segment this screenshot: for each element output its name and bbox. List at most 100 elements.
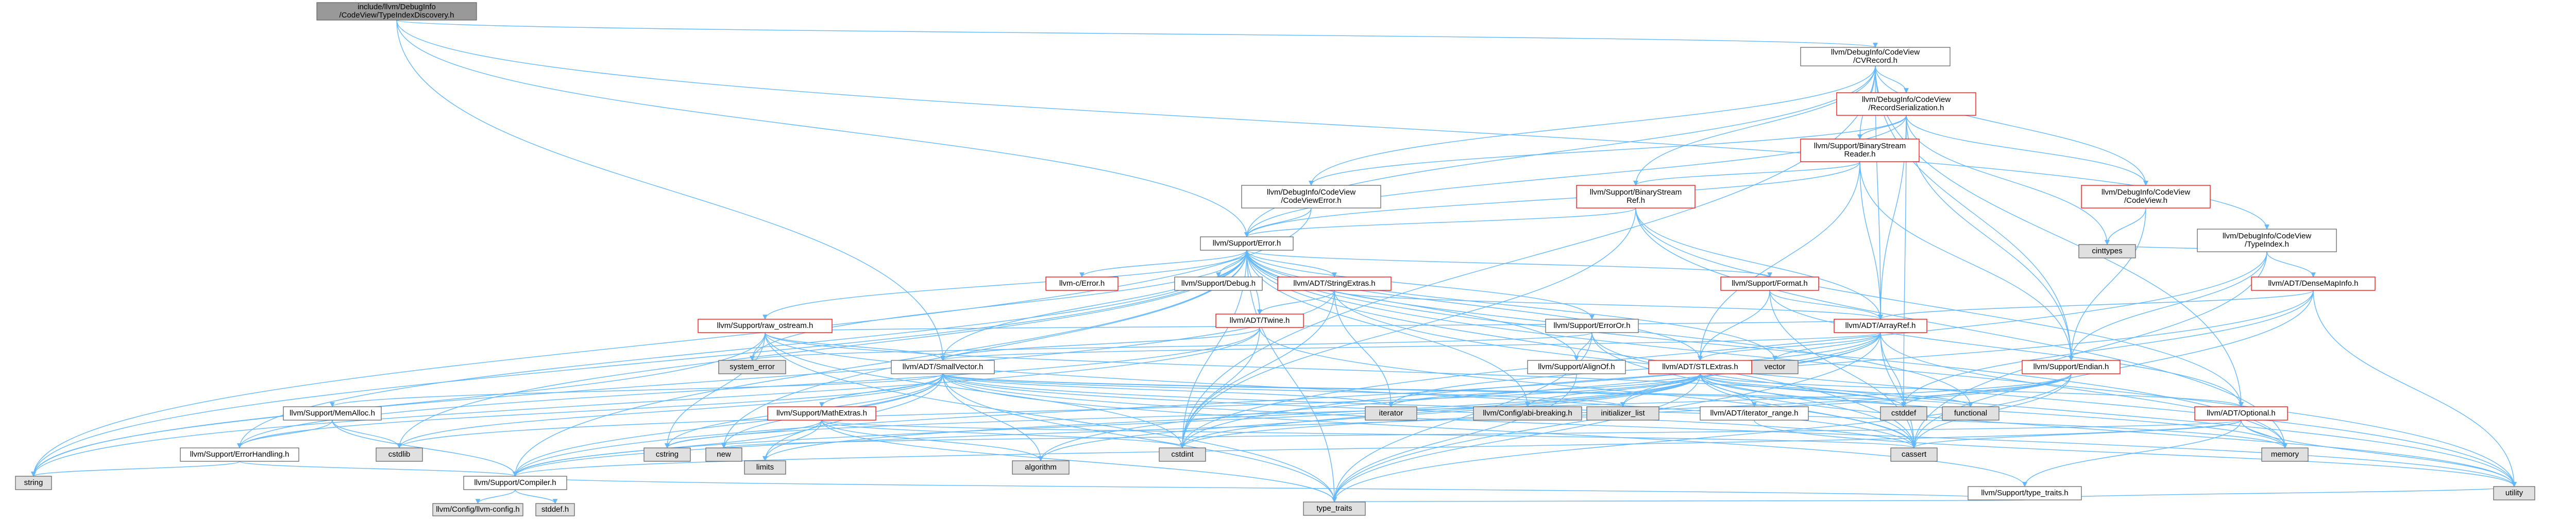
node-smallvector[interactable]: llvm/ADT/SmallVector.h: [891, 360, 995, 374]
node-functional[interactable]: functional: [1942, 406, 1999, 421]
node-box: [1836, 92, 1976, 116]
edge-recser-to-codeview: [1906, 115, 2148, 186]
node-label: memory: [2271, 450, 2299, 459]
edge: [1244, 161, 1860, 237]
edge-cvrecord-to-endian: [1875, 65, 2074, 361]
node-box: [1545, 319, 1639, 333]
node-typetraits[interactable]: type_traits: [1303, 501, 1366, 516]
node-llvmcerror[interactable]: llvm-c/Error.h: [1045, 276, 1118, 291]
edge-densemapinfo-to-utility: [2313, 290, 2517, 487]
node-cstdint[interactable]: cstdint: [1159, 447, 1206, 462]
edge-bsreader-to-stlextras: [1698, 161, 1860, 361]
edge-smallvector-to-functional: [942, 373, 1973, 407]
node-label: cstdlib: [388, 450, 411, 459]
node-label: llvm-c/Error.h: [1059, 279, 1105, 288]
edge-stlextras-to-cstdint: [1180, 373, 1701, 448]
node-algorithm[interactable]: algorithm: [1012, 460, 1070, 475]
node-iterrange[interactable]: llvm/ADT/iterator_range.h: [1700, 406, 1809, 421]
node-cstddef[interactable]: cstddef: [1880, 406, 1927, 421]
node-cassert[interactable]: cassert: [1890, 447, 1938, 462]
node-compiler[interactable]: llvm/Support/Compiler.h: [463, 476, 567, 490]
node-recser[interactable]: llvm/DebugInfo/CodeView/RecordSerializat…: [1836, 92, 1976, 116]
node-typeindex[interactable]: llvm/DebugInfo/CodeView/TypeIndex.h: [2197, 229, 2337, 252]
edge: [1875, 65, 2148, 186]
node-erroror[interactable]: llvm/Support/ErrorOr.h: [1545, 319, 1639, 333]
node-arrayref[interactable]: llvm/ADT/ArrayRef.h: [1834, 319, 1927, 333]
edge-stlextras-to-cstdlib: [397, 373, 1701, 448]
node-label: /CodeView/TypeIndexDiscovery.h: [340, 11, 454, 20]
node-box: [1751, 360, 1799, 374]
node-abibreaking[interactable]: llvm/Config/abi-breaking.h: [1473, 406, 1582, 421]
node-label: algorithm: [1025, 463, 1057, 472]
node-twine[interactable]: llvm/ADT/Twine.h: [1215, 314, 1304, 328]
edge: [1180, 251, 2267, 448]
node-label: llvm/ADT/Optional.h: [2207, 409, 2275, 418]
node-codeview[interactable]: llvm/DebugInfo/CodeView/CodeView.h: [2081, 185, 2211, 209]
node-box: [1215, 314, 1304, 328]
node-alignof[interactable]: llvm/Support/AlignOf.h: [1527, 360, 1626, 374]
edge: [397, 373, 1701, 448]
edge: [1334, 290, 1394, 407]
node-llvmconfig[interactable]: llvm/Config/llvm-config.h: [432, 503, 523, 516]
node-error[interactable]: llvm/Support/Error.h: [1200, 236, 1294, 251]
node-box: [2261, 447, 2309, 462]
edge: [1878, 290, 2314, 320]
node-box: [15, 476, 52, 490]
node-endian[interactable]: llvm/Support/Endian.h: [2022, 360, 2121, 374]
edge-smallvector-to-algorithm: [942, 373, 1043, 461]
node-label: llvm/DebugInfo/CodeView: [1831, 48, 1920, 57]
node-box: [376, 447, 423, 462]
node-debug[interactable]: llvm/Support/Debug.h: [1174, 276, 1263, 291]
node-cinttypes[interactable]: cinttypes: [2078, 244, 2136, 258]
node-initlist[interactable]: initializer_list: [1586, 406, 1659, 421]
node-label: llvm/DebugInfo/CodeView: [1862, 95, 1951, 104]
node-label: include/llvm/DebugInfo: [358, 3, 436, 11]
edge-twine-to-errhandling: [237, 327, 1260, 448]
edge-arrayref-to-stlextras: [1698, 332, 1881, 361]
edge-recser-to-cstddef: [1901, 115, 1907, 407]
edge: [396, 20, 1249, 237]
edge-error-to-stlextras: [1246, 250, 1703, 361]
node-stddef[interactable]: stddef.h: [535, 503, 575, 516]
node-label: llvm/ADT/StringExtras.h: [1293, 279, 1375, 288]
edge-densemapinfo-to-arrayref: [1878, 290, 2314, 320]
node-typetraitsh[interactable]: llvm/Support/type_traits.h: [1968, 486, 2082, 500]
edge: [1246, 250, 1337, 278]
node-matheextras[interactable]: llvm/Support/MathExtras.h: [767, 406, 876, 421]
edge-errhandling-to-string: [31, 461, 240, 477]
node-cstdlib[interactable]: cstdlib: [376, 447, 423, 462]
node-limits[interactable]: limits: [744, 460, 786, 475]
nodes-layer: include/llvm/DebugInfo/CodeView/TypeInde…: [15, 2, 2535, 516]
node-memalloc[interactable]: llvm/Support/MemAlloc.h: [283, 406, 382, 421]
node-cstring[interactable]: cstring: [643, 447, 691, 462]
edge-stringextras-to-twine: [1257, 290, 1335, 315]
edge: [1180, 373, 1701, 448]
node-box: [1968, 486, 2082, 500]
node-vector[interactable]: vector: [1751, 360, 1799, 374]
node-memory[interactable]: memory: [2261, 447, 2309, 462]
edge: [1334, 290, 1883, 320]
edge: [1906, 115, 2074, 361]
node-format[interactable]: llvm/Support/Format.h: [1720, 276, 1819, 291]
node-errhandling[interactable]: llvm/Support/ErrorHandling.h: [180, 447, 299, 462]
node-systemerror[interactable]: system_error: [718, 360, 786, 374]
node-root[interactable]: include/llvm/DebugInfo/CodeView/TypeInde…: [316, 2, 477, 21]
node-optional[interactable]: llvm/ADT/Optional.h: [2194, 406, 2288, 421]
node-label: llvm/Support/Error.h: [1213, 239, 1281, 248]
node-cvrecord[interactable]: llvm/DebugInfo/CodeView/CVRecord.h: [1800, 47, 1951, 66]
node-rawostream[interactable]: llvm/Support/raw_ostream.h: [698, 319, 833, 333]
node-stlextras[interactable]: llvm/ADT/STLExtras.h: [1648, 360, 1752, 374]
node-new[interactable]: new: [705, 447, 742, 462]
node-iterator[interactable]: iterator: [1365, 406, 1417, 421]
node-utility[interactable]: utility: [2493, 486, 2535, 500]
node-string[interactable]: string: [15, 476, 52, 490]
node-densemapinfo[interactable]: llvm/ADT/DenseMapInfo.h: [2251, 276, 2376, 291]
node-label: llvm/Support/BinaryStream: [1814, 142, 1906, 150]
edge-arrayref-to-vector: [1772, 332, 1881, 361]
node-stringextras[interactable]: llvm/ADT/StringExtras.h: [1277, 276, 1392, 291]
node-label: llvm/Support/MemAlloc.h: [290, 409, 375, 418]
node-cverror[interactable]: llvm/DebugInfo/CodeView/CodeViewError.h: [1241, 185, 1381, 209]
node-label: vector: [1765, 362, 1786, 371]
